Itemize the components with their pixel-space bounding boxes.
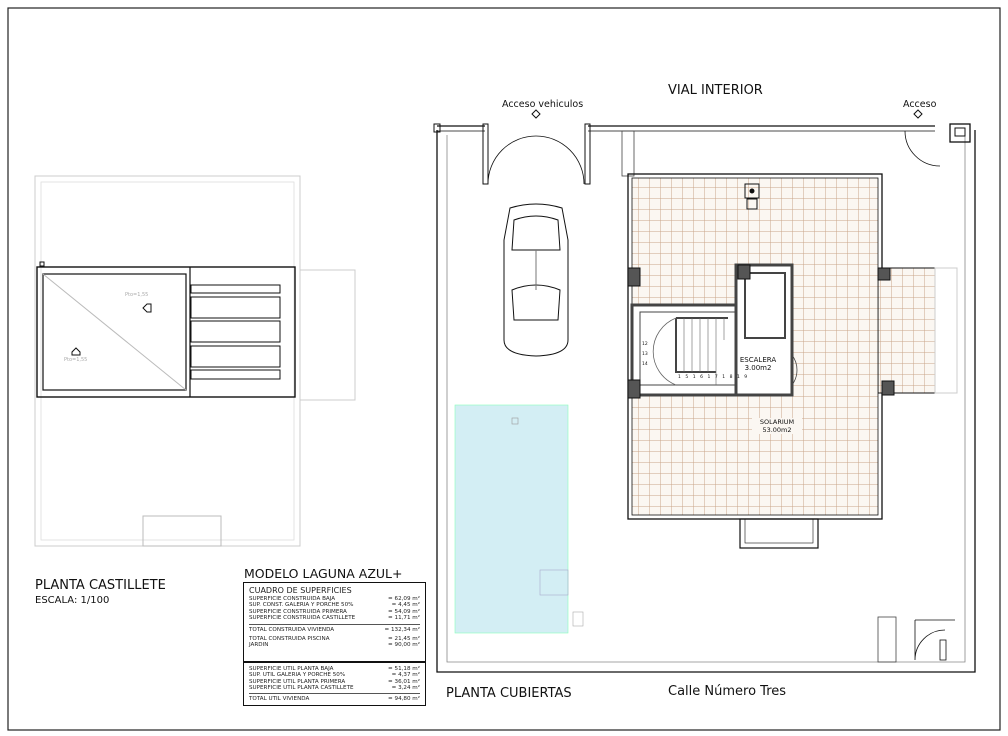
castillete-scale: ESCALA: 1/100	[35, 595, 110, 606]
stair-room-label: ESCALERA 3.00m2	[732, 356, 784, 372]
row-label: SUPERFICIE CONSTRUIDA BAJA	[249, 596, 336, 602]
step-number: 15	[678, 375, 693, 380]
row-label: JARDIN	[249, 642, 269, 649]
step-number: 19	[736, 375, 752, 380]
table-row: SUP. UTIL GALERIA Y PORCHE 50% = 4,37 m²	[249, 672, 420, 678]
level-label: Pto=1,55	[64, 357, 88, 363]
car	[503, 203, 569, 357]
step-number: 17	[707, 375, 723, 380]
row-label: TOTAL CONSTRUIDA PISCINA	[249, 636, 330, 643]
row-value: = 51,18 m²	[388, 665, 420, 672]
step-number: 12	[642, 342, 648, 347]
table-row: TOTAL UTIL VIVIENDA = 94,80 m²	[249, 696, 420, 702]
solarium-area: 53.00m2	[762, 426, 792, 434]
table-row: SUPERFICIE UTIL PLANTA PRIMERA = 36,01 m²	[249, 679, 420, 685]
top-road-label: VIAL INTERIOR	[668, 83, 763, 98]
solarium-label: SOLARIUM 53.00m2	[752, 418, 802, 434]
row-value: = 132,34 m²	[384, 626, 420, 633]
table-row: SUPERFICIE CONSTRUIDA CASTILLETE = 11,71 …	[249, 615, 420, 621]
row-label: SUPERFICIE UTIL PLANTA BAJA	[249, 665, 334, 672]
table-row: SUPERFICIE UTIL PLANTA BAJA = 51,18 m²	[249, 666, 420, 672]
row-label: SUPERFICIE UTIL PLANTA CASTILLETE	[249, 685, 354, 692]
stair-room-area: 3.00m2	[744, 364, 772, 372]
roof-plan	[433, 109, 976, 673]
table-row: SUP. CONST. GALERIA Y PORCHE 50% = 4,45 m…	[249, 602, 420, 608]
table-row: SUPERFICIE CONSTRUIDA PRIMERA = 54,09 m²	[249, 609, 420, 615]
row-value: = 3,24 m²	[391, 685, 420, 692]
row-label: SUPERFICIE UTIL PLANTA PRIMERA	[249, 678, 346, 685]
row-label: TOTAL CONSTRUIDA VIVIENDA	[249, 626, 335, 633]
bottom-road-label: Calle Número Tres	[668, 684, 787, 699]
access-label: Acceso	[903, 99, 937, 110]
table-row: TOTAL CONSTRUIDA VIVIENDA = 132,34 m²	[249, 627, 420, 633]
row-value: = 94,80 m²	[388, 696, 420, 703]
row-value: = 11,71 m²	[388, 615, 420, 622]
row-value: = 62,09 m²	[388, 596, 420, 602]
row-value: = 90,00 m²	[388, 642, 420, 649]
row-label: SUP. CONST. GALERIA Y PORCHE 50%	[249, 602, 354, 609]
step-number: 18	[722, 375, 737, 380]
drawing-frame	[7, 7, 1001, 731]
level-label: Pto=1,55	[125, 292, 149, 298]
row-label: SUPERFICIE CONSTRUIDA PRIMERA	[249, 608, 347, 615]
step-number: 13	[642, 352, 648, 357]
surface-table: CUADRO DE SUPERFICIES SUPERFICIE CONSTRU…	[243, 582, 426, 706]
row-value: = 4,37 m²	[391, 672, 420, 679]
step-number: 16	[692, 375, 708, 380]
table-row: TOTAL CONSTRUIDA PISCINA = 21,45 m²	[249, 636, 420, 642]
roof-plan-title: PLANTA CUBIERTAS	[446, 686, 572, 701]
table-title: CUADRO DE SUPERFICIES	[249, 586, 352, 595]
row-label: SUPERFICIE CONSTRUIDA CASTILLETE	[249, 615, 356, 622]
castillete-plan	[34, 175, 356, 547]
stair-room-name: ESCALERA	[739, 356, 777, 364]
table-row: SUPERFICIE CONSTRUIDA BAJA = 62,09 m²	[249, 596, 420, 602]
step-number: 14	[642, 362, 648, 367]
row-value: = 21,45 m²	[388, 636, 420, 643]
stair-steps-curve: 12 13 14	[642, 340, 648, 370]
solarium-name: SOLARIUM	[759, 418, 795, 426]
pool	[454, 404, 569, 634]
row-value: = 4,45 m²	[391, 602, 420, 609]
vehicle-access-label: Acceso vehiculos	[502, 99, 584, 110]
row-label: SUP. UTIL GALERIA Y PORCHE 50%	[249, 672, 346, 679]
row-label: TOTAL UTIL VIVIENDA	[249, 696, 310, 703]
table-row: JARDIN = 90,00 m²	[249, 642, 420, 648]
row-value: = 54,09 m²	[388, 608, 420, 615]
table-row: SUPERFICIE UTIL PLANTA CASTILLETE = 3,24 …	[249, 685, 420, 691]
castillete-title: PLANTA CASTILLETE	[35, 578, 166, 593]
row-value: = 36,01 m²	[388, 678, 420, 685]
model-title: MODELO LAGUNA AZUL+	[244, 566, 403, 581]
stair-steps: 1516171819	[678, 375, 752, 380]
